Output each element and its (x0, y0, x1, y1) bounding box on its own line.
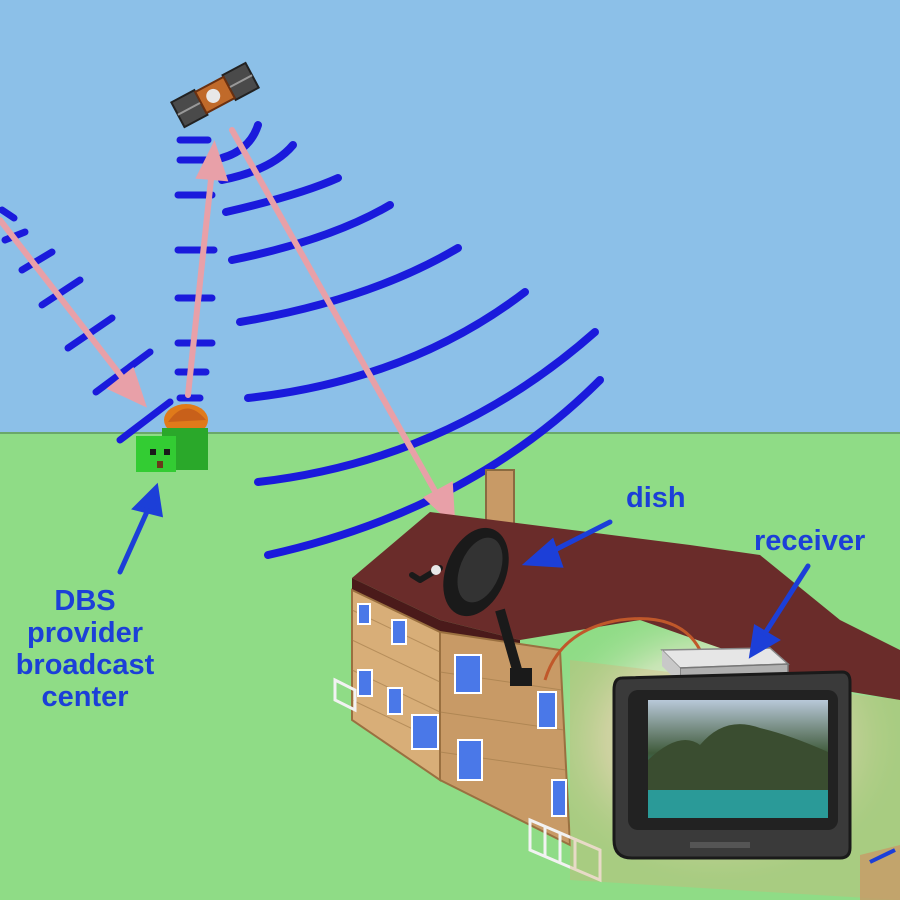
signal-arrows (0, 127, 456, 528)
receiver-label: receiver (754, 525, 866, 557)
label-arrows (117, 482, 811, 659)
provider-label: DBS provider broadcast center (0, 585, 170, 713)
provider-label-line: center (41, 681, 129, 713)
television-icon (612, 670, 852, 860)
dish-label: dish (626, 482, 686, 514)
provider-label-line: DBS (54, 585, 116, 617)
satellite-icon (169, 61, 261, 129)
cable (543, 617, 702, 681)
sky (0, 0, 900, 433)
provider-label-line: provider (26, 617, 144, 649)
provider-label-line: broadcast (15, 649, 155, 681)
corner-fragment (860, 845, 900, 900)
satellite-dish-icon (409, 527, 532, 686)
broadcast-center-icon (136, 404, 208, 472)
